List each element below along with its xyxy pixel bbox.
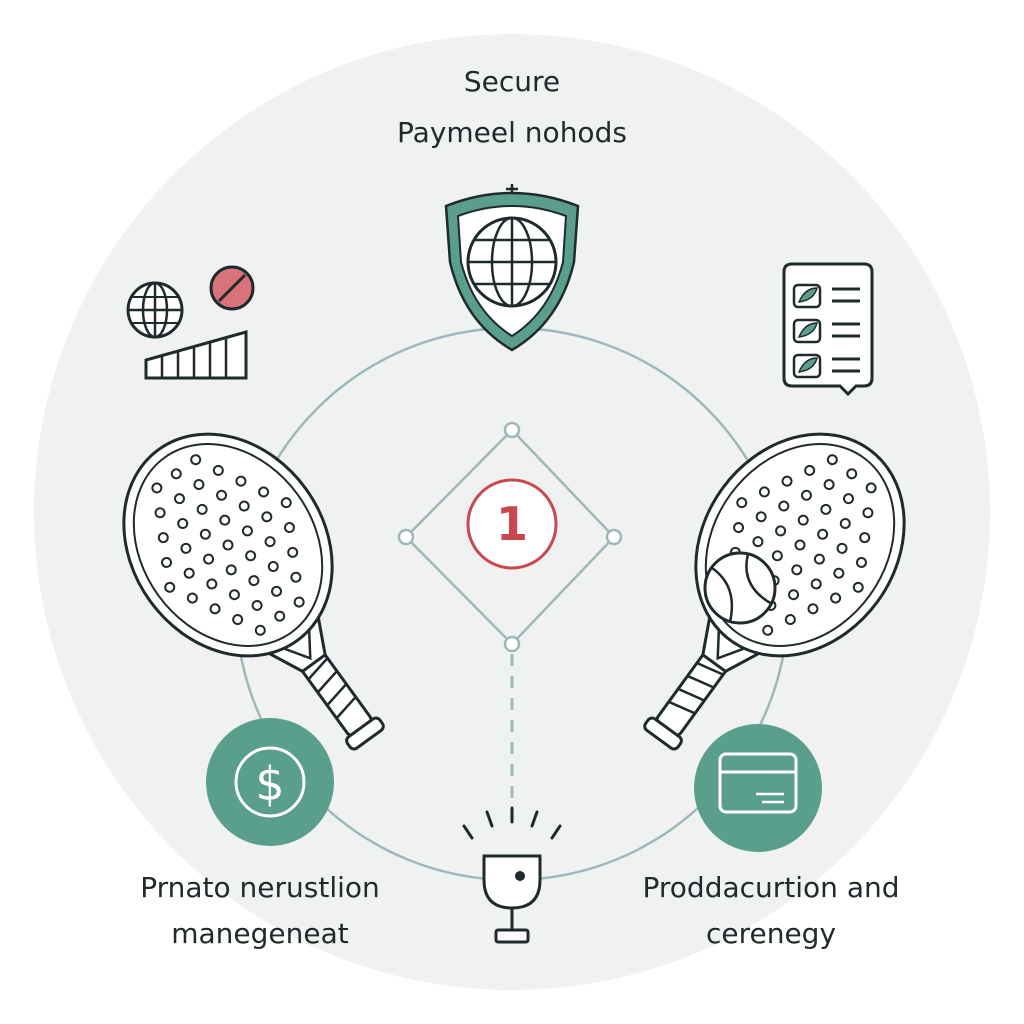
racket-hole — [820, 503, 832, 515]
racket-hole — [193, 479, 205, 491]
center-badge-ring — [466, 478, 558, 570]
racket-hole — [245, 550, 257, 562]
racket-hole — [843, 493, 855, 505]
racket-hole — [177, 518, 189, 530]
racket-hole — [190, 454, 202, 466]
racket-hole — [833, 567, 845, 579]
racket-hole — [170, 468, 182, 480]
racket-hole — [280, 497, 292, 509]
racket-hole — [199, 528, 211, 540]
racket-hole — [203, 553, 215, 565]
racket-hole — [232, 614, 244, 626]
racket-hole — [830, 592, 842, 604]
racket-hole — [271, 585, 283, 597]
racket-hole — [258, 486, 270, 498]
racket-hole — [196, 503, 208, 515]
racket-hole — [817, 528, 829, 540]
racket-hole — [862, 507, 874, 519]
center-diamond — [397, 421, 623, 653]
checklist-icon — [782, 262, 874, 397]
top-label-line-2: Paymeel nohods — [397, 116, 627, 149]
racket-hole — [771, 550, 783, 562]
globe-icon — [126, 281, 184, 339]
top-label-line-1: Secure — [463, 65, 561, 98]
racket-hole — [791, 564, 803, 576]
dollar-coin-icon: $ — [206, 718, 334, 846]
racket-hole — [180, 542, 192, 554]
padel-racket-icon — [122, 432, 385, 751]
racket-hole — [823, 479, 835, 491]
racket-hole — [186, 592, 198, 604]
racket-hole — [784, 614, 796, 626]
racket-hole — [216, 489, 228, 501]
racket-hole — [267, 560, 279, 572]
racket-hole — [290, 571, 302, 583]
racket-hole — [238, 500, 250, 512]
racket-hole — [836, 542, 848, 554]
racket-hole — [839, 518, 851, 530]
racket-hole — [778, 500, 790, 512]
svg-text:$: $ — [255, 757, 284, 811]
racket-hole — [788, 589, 800, 601]
racket-hole — [733, 522, 745, 534]
racket-hole — [797, 514, 809, 526]
signal-bars-icon — [144, 330, 248, 380]
racket-hole — [225, 564, 237, 576]
racket-hole — [287, 546, 299, 558]
racket-hole — [254, 624, 266, 636]
no-entry-icon — [209, 265, 255, 311]
racket-hole — [810, 578, 822, 590]
racket-hole — [228, 589, 240, 601]
racket-hole — [264, 536, 276, 548]
left-label-line-2: manegeneat — [171, 917, 349, 950]
racket-hole — [800, 489, 812, 501]
racket-hole — [212, 464, 224, 476]
racket-hole — [248, 575, 260, 587]
racket-hole — [781, 475, 793, 487]
racket-hole — [274, 610, 286, 622]
racket-hole — [222, 539, 234, 551]
right-label-line-1: Proddacurtion and — [642, 871, 900, 904]
racket-hole — [157, 532, 169, 544]
racket-hole — [807, 603, 819, 615]
racket-hole — [154, 507, 166, 519]
racket-hole — [804, 464, 816, 476]
left-label-line-1: Prnato nerustlion — [140, 871, 380, 904]
right-label-line-2: cerenegy — [705, 917, 837, 950]
racket-hole — [826, 454, 838, 466]
racket-hole — [762, 624, 774, 636]
racket-hole — [261, 511, 273, 523]
racket-hole — [164, 581, 176, 593]
racket-hole — [755, 511, 767, 523]
racket-hole — [736, 497, 748, 509]
shield-globe-icon — [444, 184, 580, 352]
racket-hole — [846, 468, 858, 480]
racket-hole — [241, 525, 253, 537]
racket-hole — [219, 514, 231, 526]
racket-hole — [183, 567, 195, 579]
racket-hole — [251, 599, 263, 611]
racket-hole — [775, 525, 787, 537]
racket-hole — [758, 486, 770, 498]
credit-card-icon — [694, 724, 822, 852]
racket-hole — [794, 539, 806, 551]
racket-hole — [813, 553, 825, 565]
racket-hole — [293, 596, 305, 608]
center-badge-number: 1 — [495, 497, 528, 551]
racket-hole — [206, 578, 218, 590]
racket-hole — [173, 493, 185, 505]
racket-hole — [852, 581, 864, 593]
trophy-icon — [462, 806, 562, 944]
racket-hole — [865, 482, 877, 494]
tennis-ball-icon — [703, 551, 777, 625]
racket-hole — [752, 536, 764, 548]
racket-hole — [855, 556, 867, 568]
racket-hole — [283, 522, 295, 534]
racket-hole — [161, 556, 173, 568]
racket-hole — [859, 532, 871, 544]
racket-hole — [235, 475, 247, 487]
racket-hole — [209, 603, 221, 615]
racket-hole — [151, 482, 163, 494]
